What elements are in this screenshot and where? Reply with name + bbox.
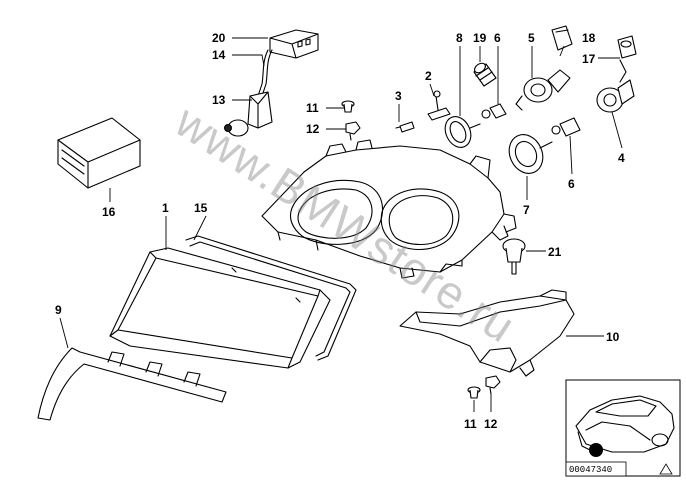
- callout-labels: 20 14 13 16 11 12 3 2 8 19 6 5 18 17 4 6…: [55, 31, 625, 431]
- leader-lines: [59, 37, 623, 412]
- part-9-trim-strip: [37, 347, 227, 421]
- part-10-bracket: [399, 289, 575, 377]
- part-5-socket: [515, 69, 571, 111]
- callout-6-top: 6: [494, 31, 501, 45]
- callout-11-top: 11: [306, 101, 319, 115]
- callout-6-bottom: 6: [568, 177, 575, 191]
- callout-17: 17: [582, 52, 596, 66]
- part-3-small-bulb: [395, 121, 415, 133]
- callout-14: 14: [212, 48, 226, 62]
- callout-13: 13: [212, 93, 226, 107]
- callout-19: 19: [473, 31, 487, 45]
- callout-16: 16: [102, 205, 116, 219]
- callout-9: 9: [55, 303, 62, 317]
- part-8-cap: [444, 116, 481, 148]
- car-location-inset: 00047340: [565, 379, 681, 477]
- headlight-housing: [261, 139, 517, 279]
- callout-12-top: 12: [306, 122, 320, 136]
- part-6-bulb-top: [481, 103, 507, 119]
- callout-3: 3: [395, 89, 402, 103]
- part-11-clip-bottom: [467, 386, 481, 399]
- part-16-box: [57, 117, 141, 189]
- callout-12-bottom: 12: [484, 417, 498, 431]
- part-1-lens: [109, 247, 331, 369]
- part-4-socket: [596, 79, 635, 113]
- callout-21: 21: [548, 245, 562, 259]
- part-20-connector: [269, 29, 319, 59]
- part-13-bulb: [224, 91, 273, 137]
- callout-1: 1: [162, 201, 169, 215]
- part-2-bulb-holder: [427, 90, 451, 121]
- callout-4: 4: [618, 151, 625, 165]
- part-14-wire-harness: [257, 49, 273, 97]
- part-7-cap: [508, 134, 553, 174]
- part-17-connector: [617, 35, 637, 83]
- callout-5: 5: [528, 31, 535, 45]
- callout-8: 8: [456, 31, 463, 45]
- callout-18: 18: [582, 31, 596, 45]
- callout-15: 15: [194, 201, 208, 215]
- part-18-connector: [551, 25, 573, 51]
- callout-7: 7: [523, 203, 530, 217]
- callout-20: 20: [212, 31, 226, 45]
- part-11-clip-top: [341, 100, 355, 113]
- callout-11-bottom: 11: [464, 417, 477, 431]
- callout-10: 10: [606, 330, 620, 344]
- part-12-nut-top: [345, 121, 361, 141]
- corner-triangle-icon: [659, 463, 673, 475]
- car-outline: [575, 395, 675, 453]
- part-21-adjuster: [502, 238, 526, 275]
- part-12-nut-bottom: [485, 375, 501, 395]
- part-19-bulb: [473, 62, 497, 87]
- headlight-location-marker: [589, 443, 603, 457]
- callout-2: 2: [425, 69, 432, 83]
- reference-number: 00047340: [569, 465, 612, 475]
- part-6-bulb-bottom: [551, 117, 581, 137]
